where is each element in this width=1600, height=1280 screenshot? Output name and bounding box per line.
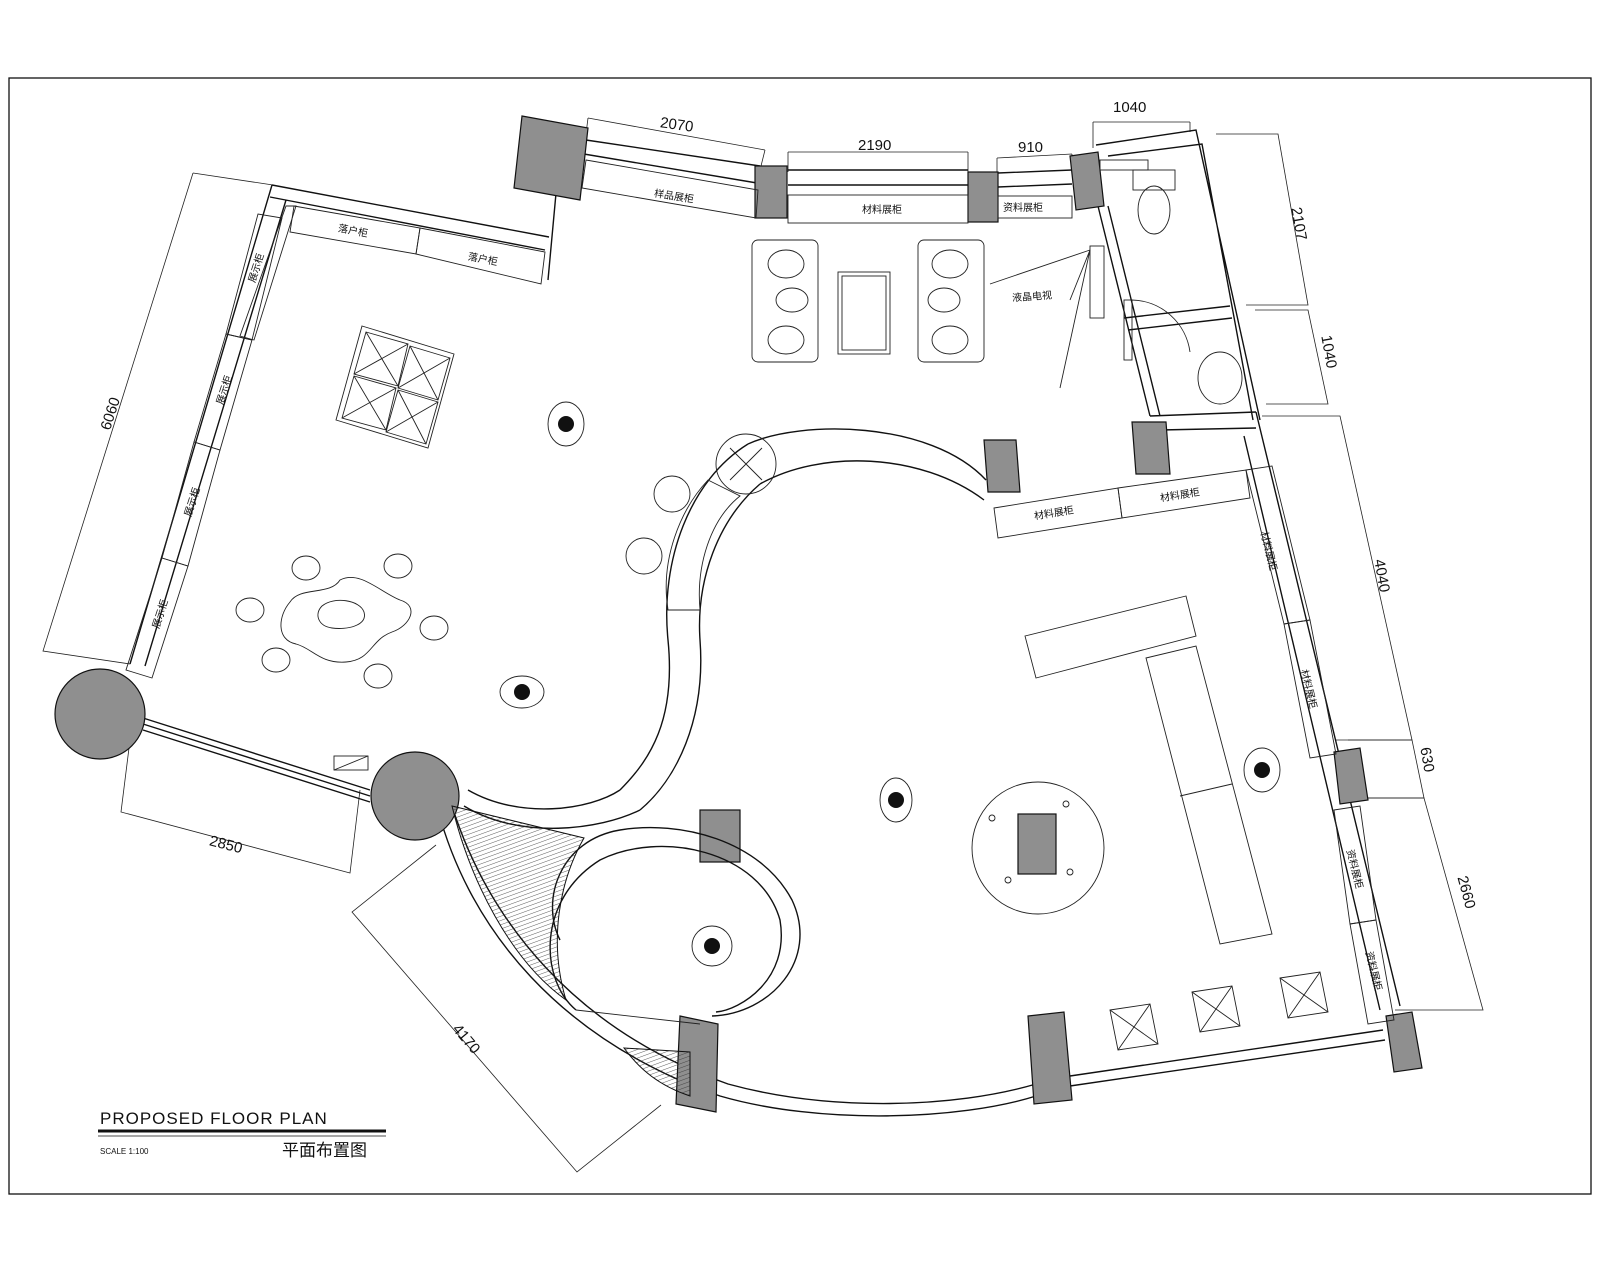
person-1	[547, 401, 585, 447]
mid-cabinet-1-label: 材料展柜	[1033, 503, 1075, 522]
column-round-left	[54, 668, 146, 760]
title-block: PROPOSED FLOOR PLAN 平面布置图 SCALE 1:100	[98, 1109, 386, 1161]
column-top-mid-2	[967, 171, 999, 223]
title-en: PROPOSED FLOOR PLAN	[100, 1109, 328, 1128]
column-bottom-mid	[1027, 1011, 1073, 1105]
toilet-tank	[1132, 169, 1176, 191]
restroom-door	[1123, 299, 1133, 361]
people	[499, 401, 1281, 967]
dim-right-mid: 630	[1416, 746, 1437, 774]
dimension-lines	[42, 117, 1484, 1173]
column-bottom-right	[1385, 1011, 1423, 1073]
display-stands	[1109, 971, 1329, 1051]
dim-top-mid: 2190	[858, 137, 891, 154]
top-cabinet-1-label: 样品展柜	[653, 187, 695, 206]
right-wall-4-label: 资料展柜	[1363, 950, 1385, 992]
left-wall-3-label: 展示柜	[181, 486, 203, 519]
column-top-right	[1069, 151, 1105, 211]
scale-text: SCALE 1:100	[100, 1147, 149, 1156]
person-5	[691, 925, 733, 967]
display-round-top	[715, 433, 777, 495]
person-4	[1243, 747, 1281, 793]
sofa-right	[917, 239, 985, 363]
title-zh: 平面布置图	[282, 1141, 367, 1161]
ramp-hatch-2	[622, 1047, 691, 1097]
drawing-frame	[8, 77, 1592, 1195]
column-top-left	[513, 115, 589, 201]
columns	[54, 115, 1423, 1113]
dim-top-right: 910	[1018, 139, 1043, 156]
bar-stool-1	[653, 475, 691, 513]
cabinets: 样品展柜 材料展柜 资料展柜 落户柜 落户柜 展示柜 展示柜 展示柜 展示柜 材…	[125, 159, 1395, 1025]
coffee-table	[837, 271, 891, 355]
display-table-l-shape	[1024, 595, 1273, 945]
dim-bottom-diag: 4170	[449, 1021, 483, 1057]
column-mid-right-1	[983, 439, 1021, 493]
dim-left-side: 6060	[97, 395, 123, 432]
display-table-round	[971, 781, 1105, 915]
dim-right-lower: 2660	[1454, 874, 1479, 911]
person-2	[499, 675, 545, 709]
sink	[1197, 351, 1243, 405]
toilet-bowl	[1137, 185, 1171, 235]
dim-right-upper: 4040	[1370, 558, 1393, 594]
sofa-left	[751, 239, 819, 363]
right-wall-2-label: 材料展柜	[1298, 668, 1320, 710]
display-table-organic	[235, 553, 449, 689]
column-right-wall	[1333, 747, 1369, 805]
left-wall-4-label: 展示柜	[149, 598, 171, 631]
dim-top-left: 2070	[659, 114, 694, 135]
column-round-mid	[370, 751, 460, 841]
left-wall-2-label: 展示柜	[213, 374, 235, 407]
restroom	[1099, 159, 1243, 405]
dim-restroom-side: 2107	[1287, 206, 1310, 242]
top-cabinet-3-label: 资料展柜	[1003, 201, 1043, 214]
person-3	[879, 777, 913, 823]
dim-bottom-left: 2850	[208, 833, 244, 858]
display-tables	[235, 325, 1329, 1051]
ramp-hatch-1	[451, 805, 585, 1002]
dimension-texts: 2070 2190 910 1040 2107 1040 4040 630 26…	[97, 99, 1478, 1057]
tv-label: 液晶电视	[1012, 288, 1053, 304]
left-top-1-label: 落户柜	[337, 221, 369, 239]
left-top-2-label: 落户柜	[467, 250, 499, 268]
dim-restroom-top: 1040	[1113, 99, 1146, 116]
column-top-mid-1	[754, 165, 788, 219]
right-wall-1-label: 材料展柜	[1258, 530, 1280, 572]
column-mid-right-2	[1131, 421, 1171, 475]
top-cabinet-2-label: 材料展柜	[862, 203, 902, 216]
mid-cabinet-2-label: 材料展柜	[1159, 485, 1201, 504]
lounge	[751, 239, 985, 363]
display-table-square	[335, 325, 455, 449]
bar-stool-2	[625, 537, 663, 575]
curved-counter	[451, 428, 987, 1097]
dim-restroom-side-lower: 1040	[1317, 334, 1340, 370]
